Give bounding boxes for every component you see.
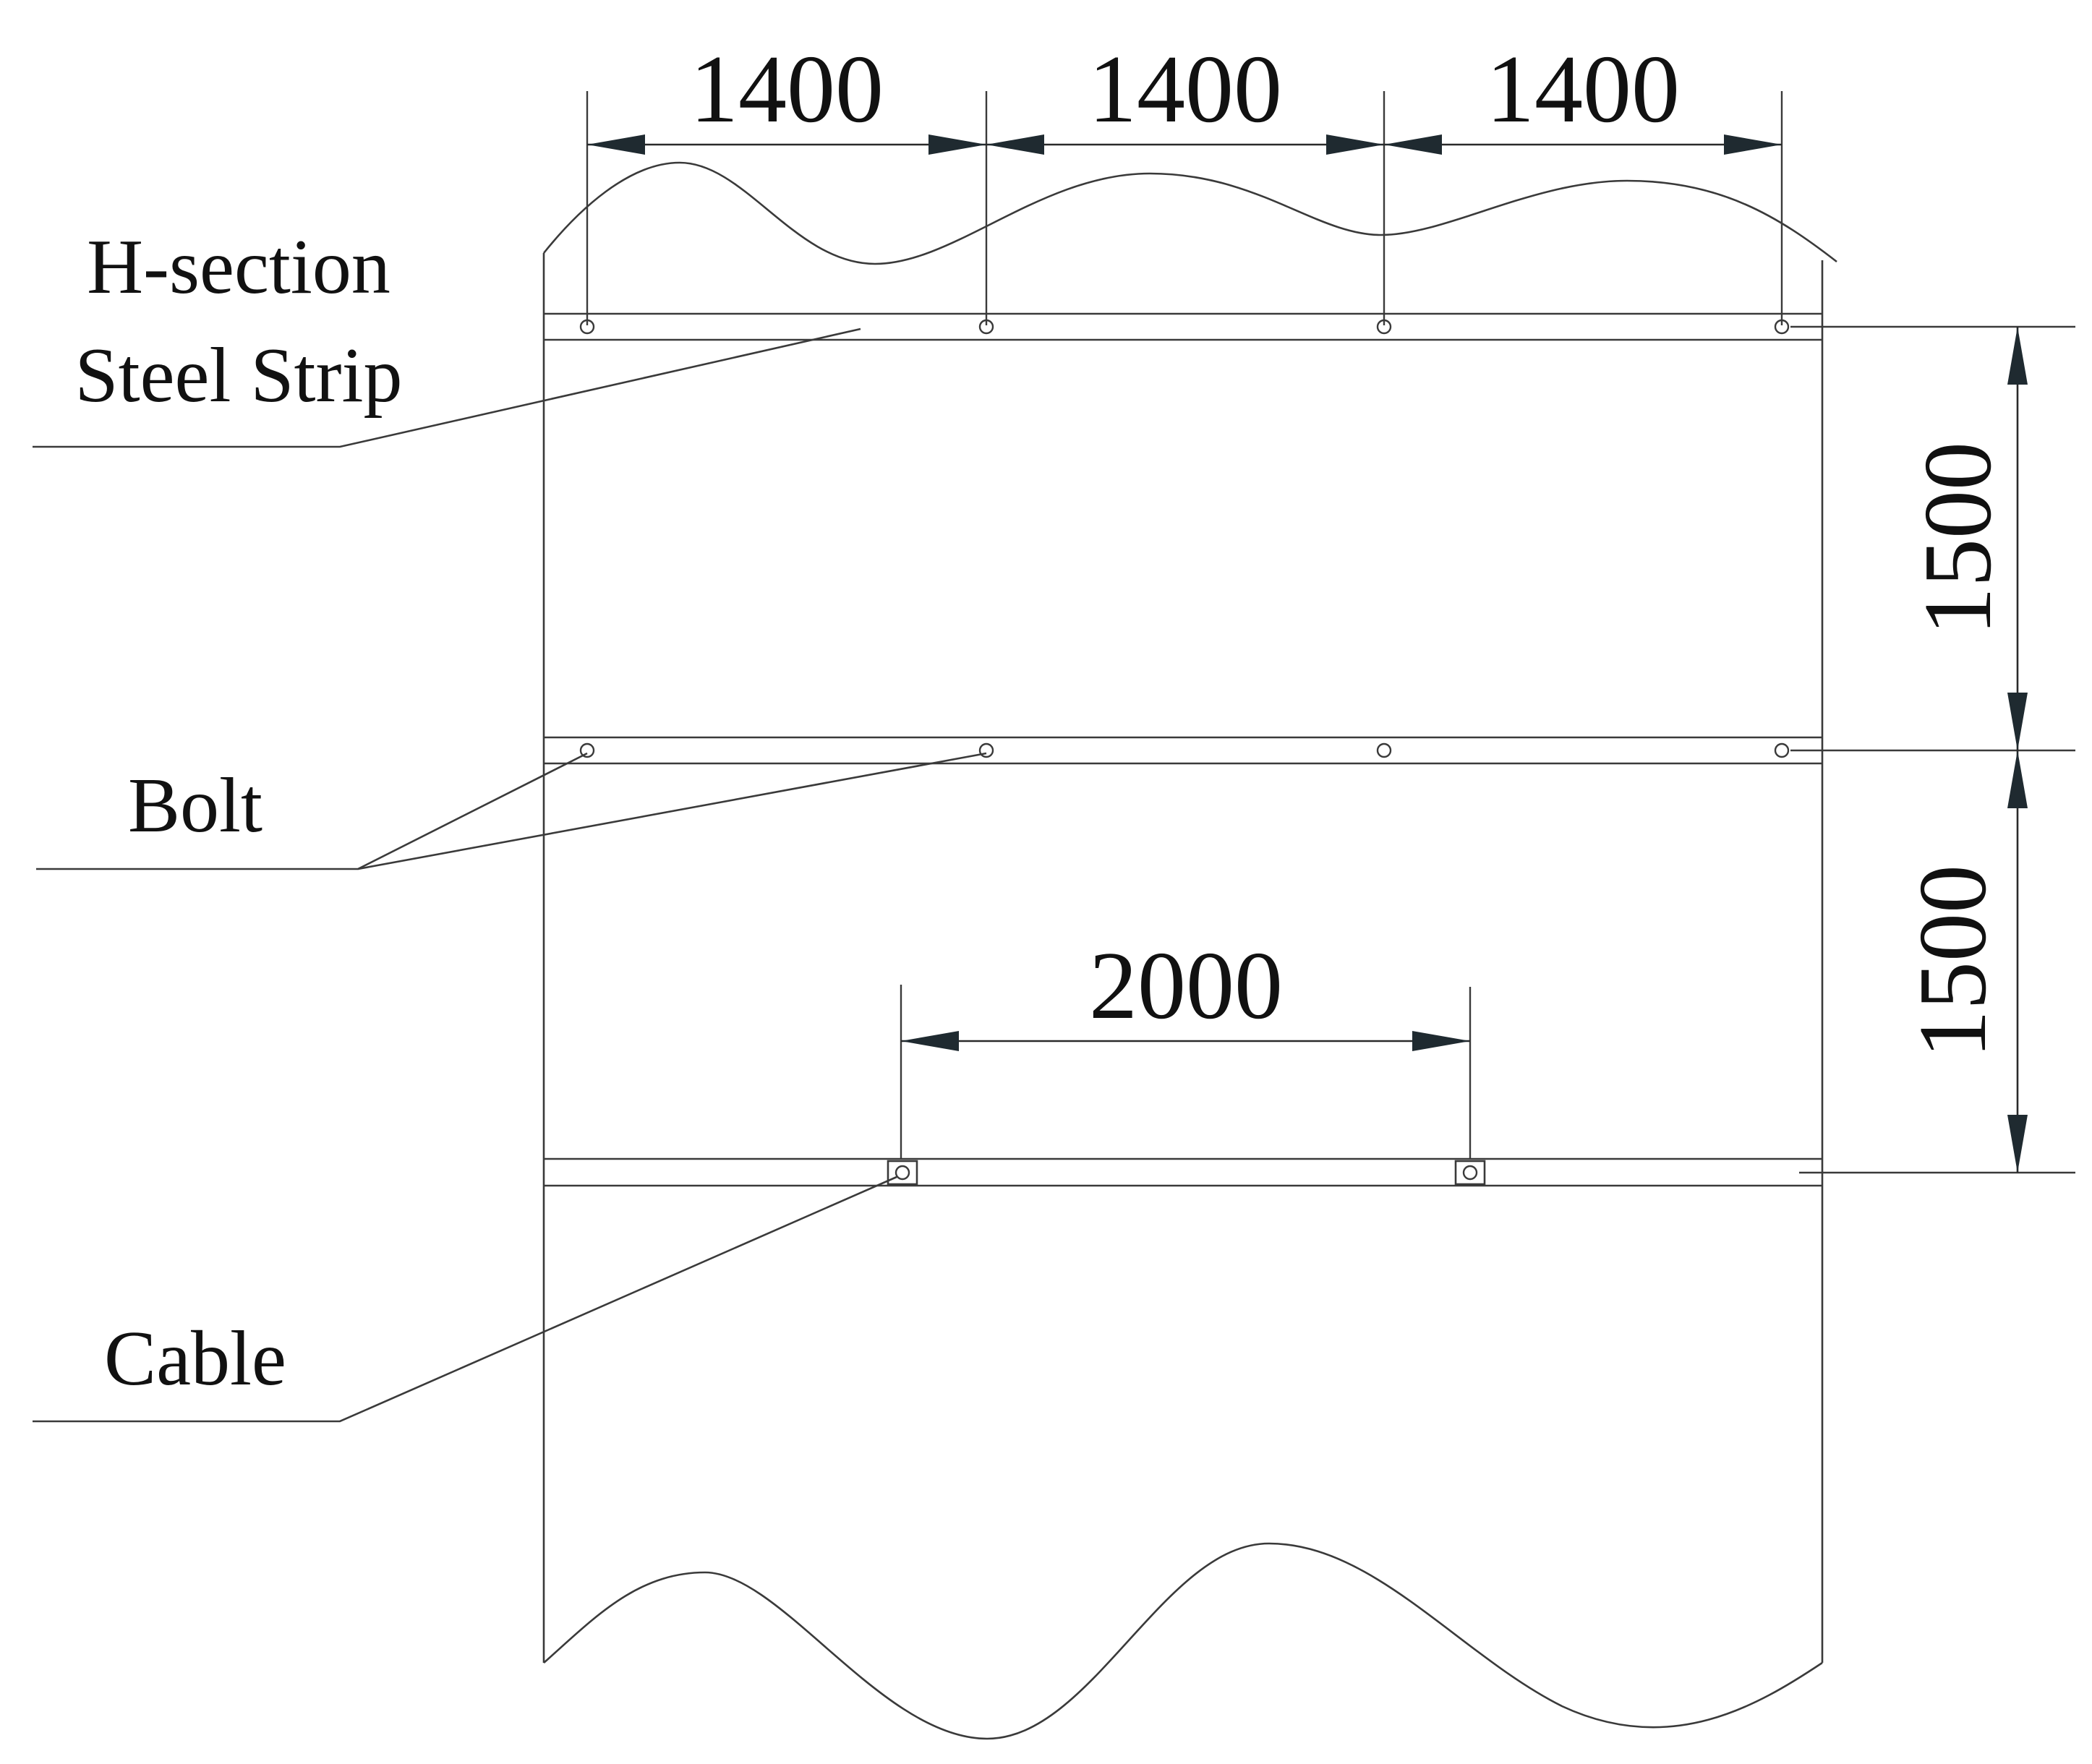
arrowhead (928, 134, 986, 155)
cable-label: Cable (104, 1316, 286, 1402)
arrowhead (2007, 1115, 2028, 1173)
cable-anchor-left (887, 1160, 918, 1186)
wall-outline (542, 161, 1837, 1740)
h-section-label-line2: Steel Strip (75, 333, 403, 419)
cable-callout: Cable (33, 1176, 897, 1423)
bolts-row-1 (579, 319, 1790, 335)
bolt-leader-line (36, 752, 588, 870)
strip-spacing-label: 1500 (1904, 442, 2011, 635)
bolt-spacing-label: 1400 (690, 35, 884, 142)
arrowhead (1724, 134, 1782, 155)
arrowhead (2007, 327, 2028, 385)
arrowhead (1384, 134, 1442, 155)
bolt-marker (579, 742, 595, 758)
cable-dimension: 2000 (900, 932, 1472, 1160)
bolts-row-2 (579, 742, 1790, 758)
bolt-marker (1774, 742, 1790, 758)
bolt-marker (1376, 742, 1392, 758)
h-section-label-line1: H-section (87, 224, 390, 310)
arrowhead (2007, 693, 2028, 750)
top-dimension: 1400 1400 1400 (586, 35, 1783, 325)
bolt-spacing-label: 1400 (1486, 35, 1680, 142)
arrowhead (901, 1031, 959, 1051)
arrowhead (1326, 134, 1384, 155)
cable-spacing-label: 2000 (1089, 932, 1283, 1039)
right-dimension: 1500 1500 (1790, 325, 2075, 1174)
arrowhead (587, 134, 645, 155)
bolt-spacing-label: 1400 (1088, 35, 1282, 142)
bolt-label: Bolt (128, 763, 262, 849)
strip-spacing-label: 1500 (1899, 865, 2006, 1058)
steel-strip-1 (544, 312, 1822, 341)
arrowhead (986, 134, 1044, 155)
arrowhead (2007, 750, 2028, 808)
arrowhead (1412, 1031, 1470, 1051)
bolt-callout: Bolt (36, 752, 987, 870)
steel-strip-3 (544, 1157, 1822, 1187)
top-break-line (542, 161, 1837, 265)
cable-anchor-right (1454, 1160, 1486, 1186)
bottom-break-line (543, 1542, 1823, 1740)
h-section-callout: H-section Steel Strip (33, 224, 861, 448)
steel-strip-2 (544, 736, 1822, 765)
bolt-leader-line (357, 752, 987, 870)
cable-leader-line (33, 1176, 897, 1423)
h-section-leader-line (33, 327, 861, 448)
